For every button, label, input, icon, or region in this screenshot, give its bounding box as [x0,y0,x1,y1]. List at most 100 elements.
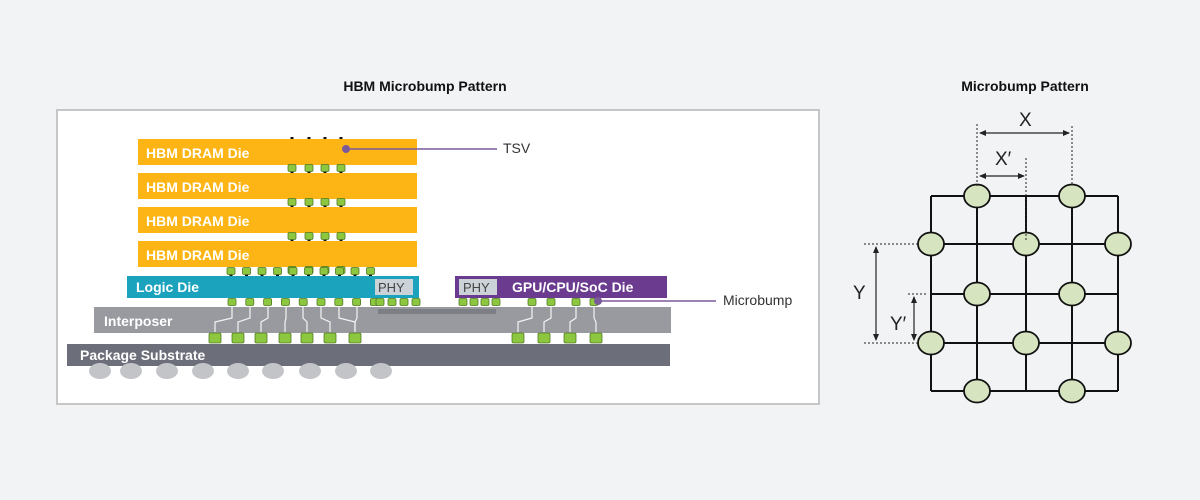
microbump [273,267,282,275]
microbump [280,298,290,306]
routing-line [284,305,287,332]
microbump [287,198,297,206]
grid-microbump [1058,378,1086,404]
x-dimension-label: X [1019,110,1032,131]
routing-line [260,305,269,332]
interposer-channel [378,309,496,314]
grid-lines [930,195,1119,392]
gpu-die-label: GPU/CPU/SoC Die [512,279,634,295]
routing-line [543,305,552,332]
gpu-cpu-soc-die [455,276,667,298]
package-substrate-label: Package Substrate [80,347,205,363]
routing-line [320,305,331,332]
microbump [320,232,330,240]
microbump [231,332,245,344]
hbm-diagram-title: HBM Microbump Pattern [343,78,507,94]
grid-microbump [963,281,991,307]
y-prime-dimension-label: Y′ [890,314,907,335]
solder-ball [120,363,142,379]
dram-die-3-label: HBM DRAM Die [146,213,250,229]
package-solder-balls [89,363,392,379]
microbump [242,267,251,275]
microbump [336,232,346,240]
grid-microbump [1058,183,1086,209]
microbump [375,298,385,306]
microbump [563,332,577,344]
y-arrowhead-top [873,246,879,253]
microbump [278,332,292,344]
dram-die-4-label: HBM DRAM Die [146,247,250,263]
routing-line [237,305,251,332]
dram-die-2 [138,173,417,199]
microbump [546,298,556,306]
solder-ball [89,363,111,379]
microbump [319,267,329,275]
microbump [287,232,297,240]
solder-ball [227,363,249,379]
x-prime-dimension-label: X′ [995,149,1012,170]
microbump [511,332,525,344]
solder-ball [370,363,392,379]
microbump [227,298,237,306]
microbump [491,298,501,306]
grid-microbump [1104,330,1132,356]
gpu-phy-box [459,279,497,295]
microbump [254,332,268,344]
microbump [304,164,314,172]
microbump [527,298,537,306]
routing-line [517,305,533,332]
microbump [288,267,298,275]
tsv-label: TSV [503,140,531,156]
interposer-label: Interposer [104,313,173,329]
y-dimension-label: Y [853,283,866,304]
x-prime-arrowhead-right [1018,173,1025,179]
interposer-routing [214,305,597,332]
routing-line [593,305,597,332]
dram-die-1 [138,139,417,165]
routing-line [302,305,308,332]
grid-microbumps [917,183,1132,404]
x-arrowhead-right [1063,130,1070,136]
dram-die-4 [138,241,417,267]
microbump [304,198,314,206]
microbump-label: Microbump [723,292,792,308]
solder-ball [335,363,357,379]
microbump [287,164,297,172]
y-prime-arrowhead-top [911,296,917,303]
grid-microbump [1012,330,1040,356]
microbump [411,298,421,306]
logic-phy-box [375,279,413,295]
microbump [387,298,397,306]
routing-line [354,305,358,332]
microbump [348,332,362,344]
microbump [469,298,479,306]
logic-phy-label: PHY [378,280,405,295]
dram-die-2-label: HBM DRAM Die [146,179,250,195]
microbump [571,298,581,306]
microbump [298,298,308,306]
grid-microbump [1058,281,1086,307]
routing-line [569,305,577,332]
microbump [334,298,344,306]
logic-die-label: Logic Die [136,279,199,295]
microbump [320,198,330,206]
microbump [399,298,409,306]
microbump [458,298,468,306]
x-arrowhead-left [979,130,986,136]
x-prime-arrowhead-left [979,173,986,179]
microbump-callout-dot [594,297,602,305]
microbump [336,198,346,206]
microbump [323,332,337,344]
microbump-grid-diagram: X X′ Y Y′ [853,110,1132,404]
microbump [208,332,222,344]
microbump [352,298,362,306]
solder-ball [156,363,178,379]
microbump [263,298,273,306]
microbump [304,267,313,275]
solder-ball [192,363,214,379]
microbump [336,164,346,172]
grid-microbump [963,183,991,209]
grid-microbump [1104,231,1132,257]
solder-ball [262,363,284,379]
microbump [335,267,344,275]
